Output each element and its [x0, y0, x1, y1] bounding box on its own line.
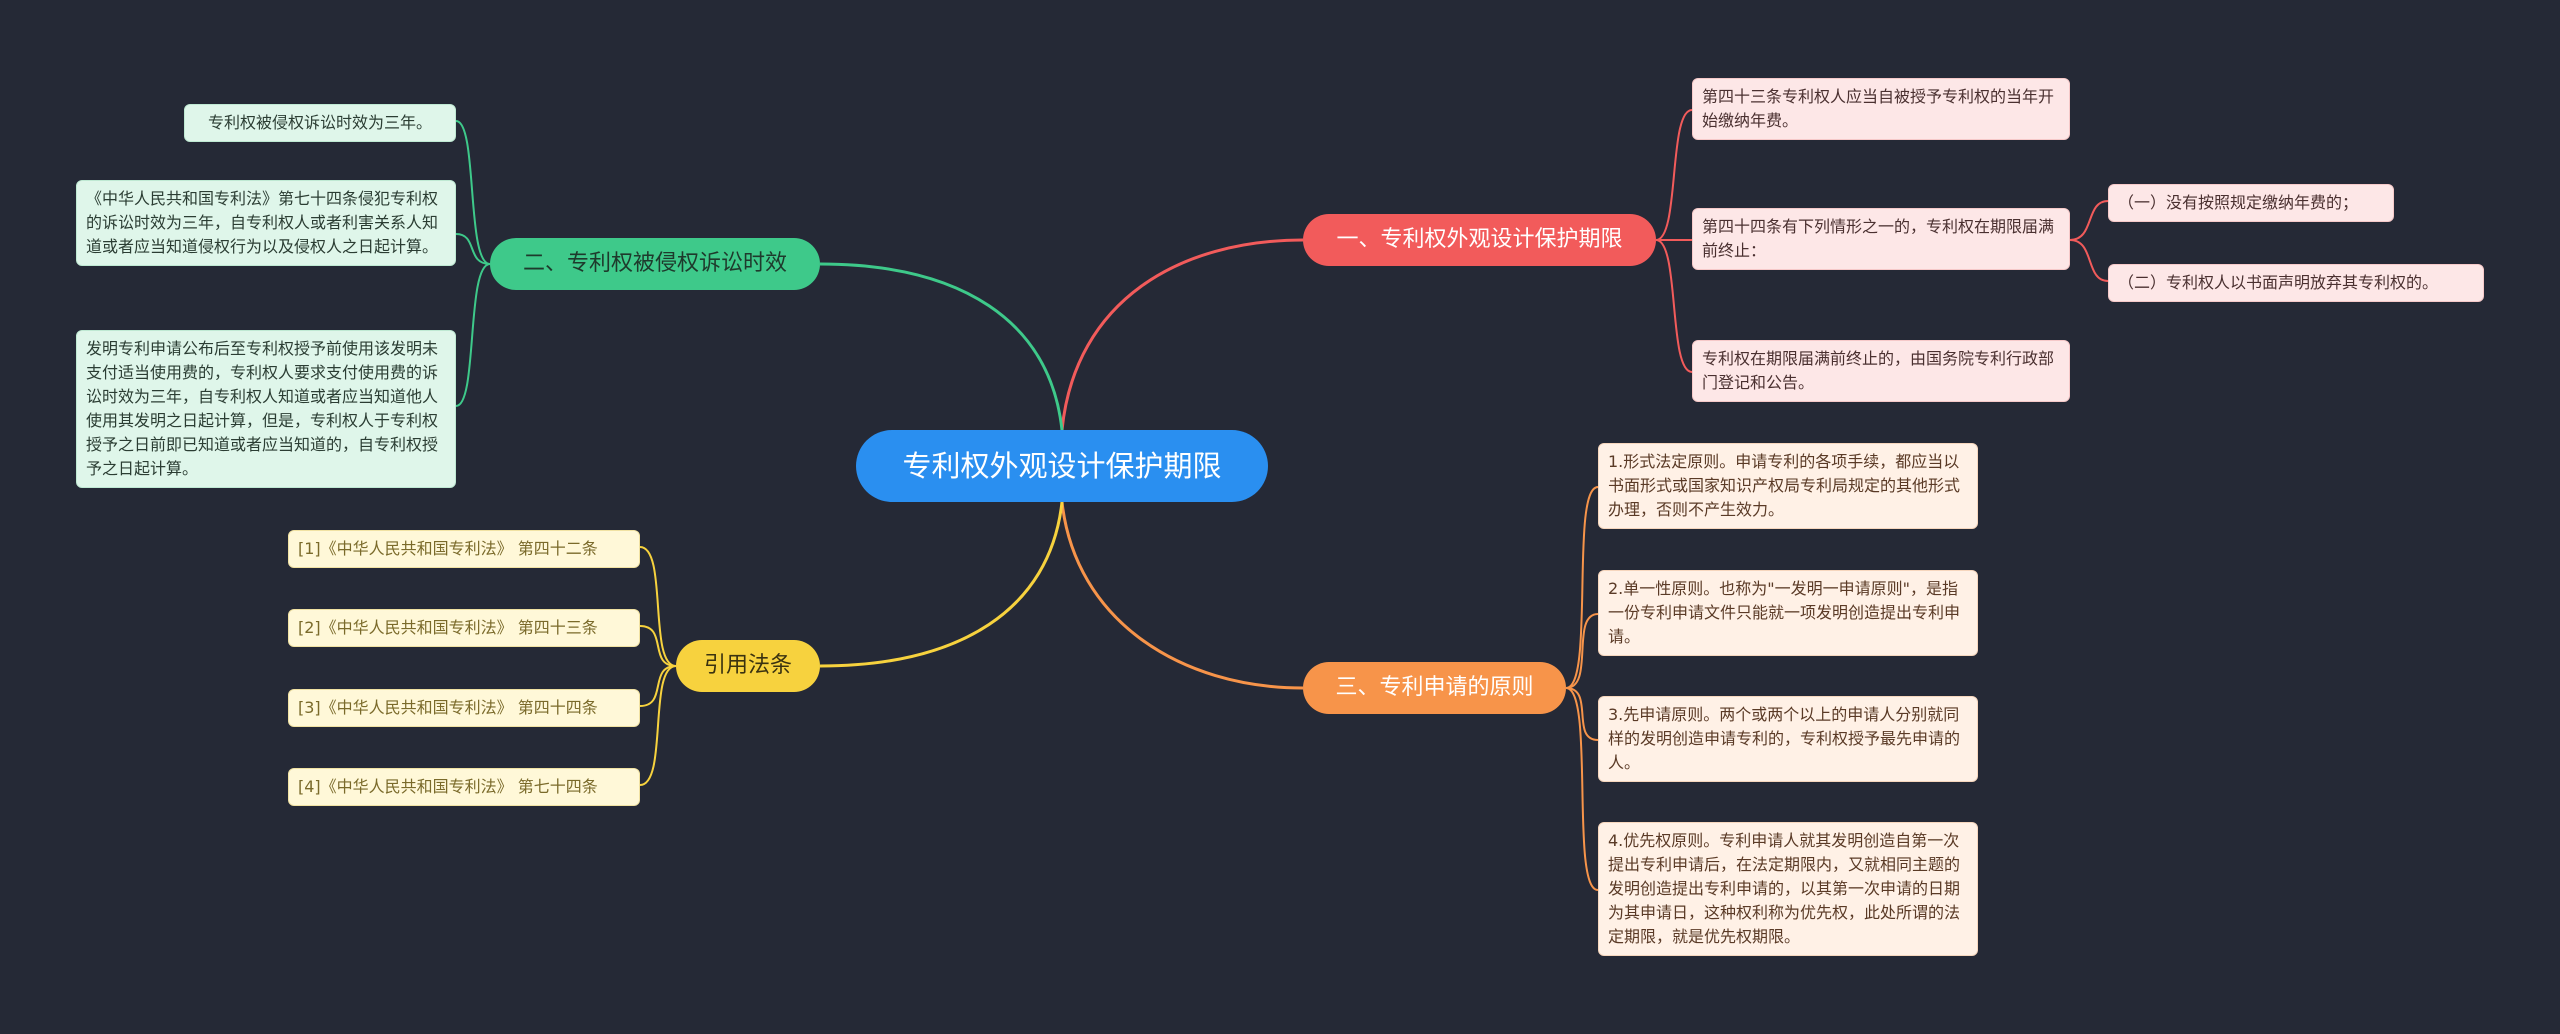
edge-b3-leaf3 [1565, 687, 1599, 741]
b4-leaf-2[interactable]: [2]《中华人民共和国专利法》 第四十三条 [288, 609, 640, 647]
b4-leaf-3[interactable]: [3]《中华人民共和国专利法》 第四十四条 [288, 689, 640, 727]
b1-leaf-1[interactable]: 第四十三条专利权人应当自被授予专利权的当年开始缴纳年费。 [1692, 78, 2070, 140]
b2-leaf-2[interactable]: 《中华人民共和国专利法》第七十四条侵犯专利权的诉讼时效为三年，自专利权人或者利害… [76, 180, 456, 266]
branch-b2[interactable]: 二、专利权被侵权诉讼时效 [490, 238, 820, 290]
edge-b1-leaf3 [1655, 239, 1693, 373]
b1-subleaf-1[interactable]: （一）没有按照规定缴纳年费的； [2108, 184, 2394, 222]
branch-b1[interactable]: 一、专利权外观设计保护期限 [1303, 214, 1656, 266]
b1-leaf-3[interactable]: 专利权在期限届满前终止的，由国务院专利行政部门登记和公告。 [1692, 340, 2070, 402]
edge-b4-leaf1 [639, 546, 677, 667]
b3-leaf-3[interactable]: 3.先申请原则。两个或两个以上的申请人分别就同样的发明创造申请专利的，专利权授予… [1598, 696, 1978, 782]
b2-leaf-1[interactable]: 专利权被侵权诉讼时效为三年。 [184, 104, 456, 142]
root-topic[interactable]: 专利权外观设计保护期限 [856, 430, 1268, 502]
edge-b2-leaf3 [455, 263, 491, 407]
edge-b3-leaf2 [1565, 613, 1599, 689]
b4-leaf-4[interactable]: [4]《中华人民共和国专利法》 第七十四条 [288, 768, 640, 806]
b3-leaf-4[interactable]: 4.优先权原则。专利申请人就其发明创造自第一次提出专利申请后，在法定期限内，又就… [1598, 822, 1978, 956]
edge-b2-leaf2 [455, 233, 491, 265]
edge-b3-leaf1 [1565, 486, 1599, 689]
b3-leaf-2[interactable]: 2.单一性原则。也称为"一发明一申请原则"，是指一份专利申请文件只能就一项发明创… [1598, 570, 1978, 656]
edge-b1-leaf1 [1655, 109, 1693, 241]
b1-leaf-2[interactable]: 第四十四条有下列情形之一的，专利权在期限届满前终止： [1692, 208, 2070, 270]
edge-root-b1 [1060, 238, 1304, 431]
edge-b4-leaf4 [639, 665, 677, 786]
branch-b3[interactable]: 三、专利申请的原则 [1303, 662, 1566, 714]
b2-leaf-3[interactable]: 发明专利申请公布后至专利权授予前使用该发明未支付适当使用费的，专利权人要求支付使… [76, 330, 456, 488]
b4-leaf-1[interactable]: [1]《中华人民共和国专利法》 第四十二条 [288, 530, 640, 568]
edge-b3-leaf4 [1565, 687, 1599, 891]
edge-b4-leaf2 [639, 625, 677, 667]
edge-root-b2 [819, 262, 1064, 431]
edge-b1-sub2 [2069, 239, 2109, 282]
b1-subleaf-2[interactable]: （二）专利权人以书面声明放弃其专利权的。 [2108, 264, 2484, 302]
branch-b4[interactable]: 引用法条 [676, 640, 820, 692]
edge-b2-leaf1 [455, 120, 491, 265]
edge-b1-sub1 [2069, 200, 2109, 241]
b3-leaf-1[interactable]: 1.形式法定原则。申请专利的各项手续，都应当以书面形式或国家知识产权局专利局规定… [1598, 443, 1978, 529]
edge-root-b3 [1060, 501, 1304, 690]
edge-b4-leaf3 [639, 665, 677, 707]
edge-root-b4 [819, 501, 1064, 668]
